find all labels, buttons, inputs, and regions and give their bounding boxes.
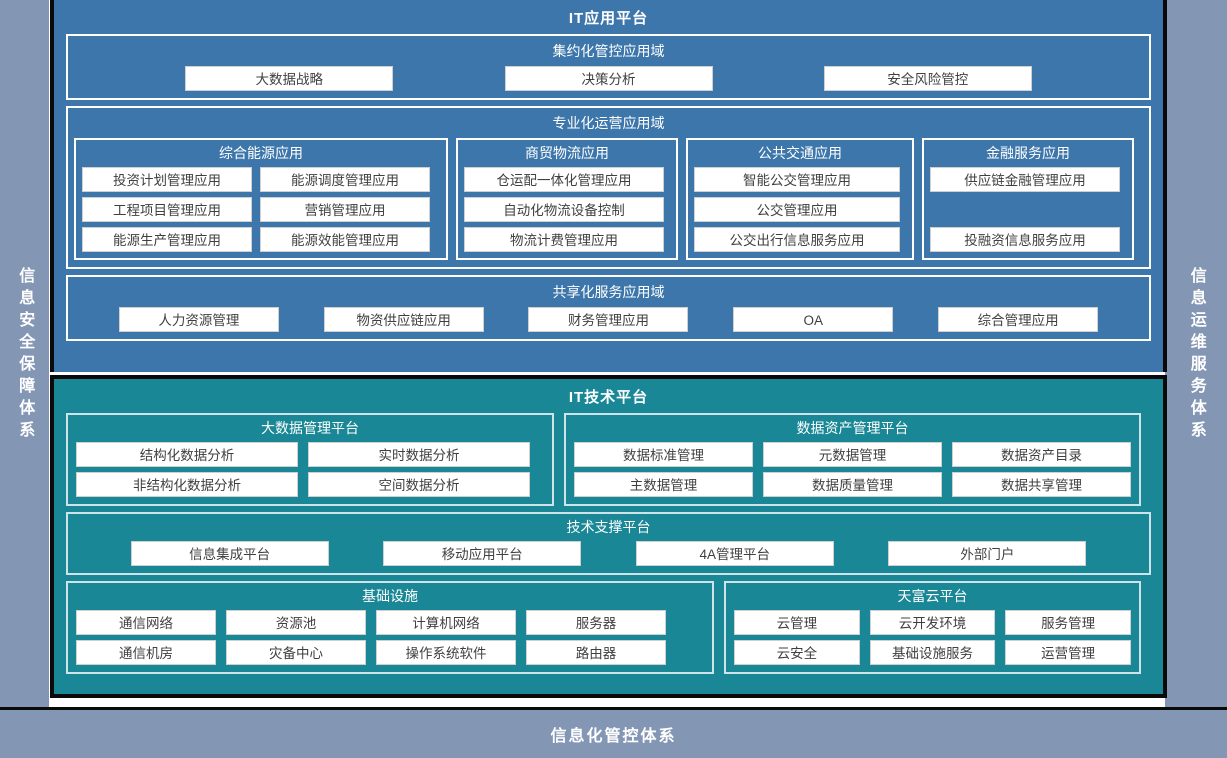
domain-shared-services-title: 共享化服务应用域 xyxy=(552,284,665,300)
app-chip[interactable]: 智能公交管理应用 xyxy=(694,167,900,192)
it-application-platform: IT应用平台 集约化管控应用域 大数据战略 决策分析 安全风险管控 专业化运营应… xyxy=(50,0,1167,372)
group-public-transport: 公共交通应用 智能公交管理应用 公交管理应用 公交出行信息服务应用 xyxy=(686,138,914,260)
group-financial-services-title: 金融服务应用 xyxy=(986,145,1070,161)
app-chip[interactable]: 营销管理应用 xyxy=(260,197,430,222)
panel-data-asset-management: 数据资产管理平台 数据标准管理 元数据管理 数据资产目录 主数据管理 数据质量管… xyxy=(564,413,1141,506)
app-chip[interactable]: OA xyxy=(733,307,894,332)
group-integrated-energy-title: 综合能源应用 xyxy=(219,145,303,161)
group-financial-services: 金融服务应用 供应链金融管理应用 投融资信息服务应用 xyxy=(922,138,1134,260)
tech-chip[interactable]: 路由器 xyxy=(526,640,666,665)
app-chip[interactable]: 物资供应链应用 xyxy=(323,307,484,332)
tech-chip[interactable]: 非结构化数据分析 xyxy=(76,472,298,497)
domain-professional-operations-title: 专业化运营应用域 xyxy=(552,115,665,131)
tech-chip[interactable]: 数据共享管理 xyxy=(952,472,1131,497)
panel-infrastructure-title: 基础设施 xyxy=(362,588,418,604)
tech-chip[interactable]: 云开发环境 xyxy=(869,610,996,635)
tech-row-infrastructure: 基础设施 通信网络 资源池 计算机网络 服务器 通信机房 灾备中心 操作系统软件 xyxy=(66,581,1151,674)
footer-bar: 信息化管控体系 xyxy=(0,707,1227,758)
tech-chip[interactable]: 操作系统软件 xyxy=(376,640,516,665)
tech-chip[interactable]: 4A管理平台 xyxy=(635,541,834,566)
tech-chip[interactable]: 计算机网络 xyxy=(376,610,516,635)
domain-professional-operations: 专业化运营应用域 综合能源应用 投资计划管理应用 能源调度管理应用 工程项目管理… xyxy=(66,106,1151,269)
app-chip[interactable]: 财务管理应用 xyxy=(528,307,689,332)
tech-chip[interactable]: 外部门户 xyxy=(888,541,1087,566)
footer-label: 信息化管控体系 xyxy=(550,728,677,745)
app-chip[interactable]: 安全风险管控 xyxy=(823,66,1032,91)
right-side-label: 信息运维服务体系 xyxy=(1187,267,1205,443)
tech-chip[interactable]: 元数据管理 xyxy=(763,442,942,467)
app-chip[interactable]: 仓运配一体化管理应用 xyxy=(464,167,664,192)
app-chip[interactable]: 大数据战略 xyxy=(185,66,394,91)
app-chip[interactable]: 投融资信息服务应用 xyxy=(930,227,1120,252)
panel-infrastructure: 基础设施 通信网络 资源池 计算机网络 服务器 通信机房 灾备中心 操作系统软件 xyxy=(66,581,714,674)
panel-tianfu-cloud: 天富云平台 云管理 云开发环境 服务管理 云安全 基础设施服务 运营管理 xyxy=(724,581,1141,674)
tech-chip[interactable]: 服务管理 xyxy=(1005,610,1132,635)
tech-chip[interactable]: 主数据管理 xyxy=(574,472,753,497)
panel-technical-support: 技术支撑平台 信息集成平台 移动应用平台 4A管理平台 外部门户 xyxy=(66,512,1151,575)
tech-row-data: 大数据管理平台 结构化数据分析 实时数据分析 非结构化数据分析 空间数据分析 数… xyxy=(66,413,1151,506)
left-side-label: 信息安全保障体系 xyxy=(16,267,34,443)
panel-technical-support-title: 技术支撑平台 xyxy=(566,519,651,535)
left-side-panel: 信息安全保障体系 xyxy=(0,0,49,710)
tech-chip[interactable]: 移动应用平台 xyxy=(383,541,582,566)
tech-chip[interactable]: 运营管理 xyxy=(1005,640,1132,665)
app-chip[interactable]: 自动化物流设备控制 xyxy=(464,197,664,222)
panel-tianfu-cloud-title: 天富云平台 xyxy=(897,588,968,604)
right-side-panel: 信息运维服务体系 xyxy=(1165,0,1227,710)
tech-chip[interactable]: 云安全 xyxy=(734,640,860,665)
domain-intensive-management-items: 大数据战略 决策分析 安全风险管控 xyxy=(74,66,1143,91)
tech-chip[interactable]: 数据标准管理 xyxy=(574,442,753,467)
panel-bigdata-management: 大数据管理平台 结构化数据分析 实时数据分析 非结构化数据分析 空间数据分析 xyxy=(66,413,554,506)
group-public-transport-title: 公共交通应用 xyxy=(758,145,842,161)
it-application-platform-title: IT应用平台 xyxy=(568,10,649,27)
tech-chip[interactable]: 空间数据分析 xyxy=(308,472,530,497)
tech-chip[interactable]: 实时数据分析 xyxy=(308,442,530,467)
app-chip[interactable]: 能源效能管理应用 xyxy=(260,227,430,252)
tech-chip[interactable]: 云管理 xyxy=(734,610,860,635)
app-chip[interactable]: 综合管理应用 xyxy=(938,307,1099,332)
domain-shared-services: 共享化服务应用域 人力资源管理 物资供应链应用 财务管理应用 OA 综合管理应用 xyxy=(66,275,1151,341)
tech-chip[interactable]: 数据资产目录 xyxy=(952,442,1131,467)
app-chip[interactable]: 投资计划管理应用 xyxy=(82,167,252,192)
group-integrated-energy: 综合能源应用 投资计划管理应用 能源调度管理应用 工程项目管理应用 营销管理应用 xyxy=(74,138,448,260)
it-technology-platform: IT技术平台 大数据管理平台 结构化数据分析 实时数据分析 非结构化数据分析 空… xyxy=(50,375,1167,698)
platform-stack: IT应用平台 集约化管控应用域 大数据战略 决策分析 安全风险管控 专业化运营应… xyxy=(50,0,1167,710)
tech-chip[interactable]: 资源池 xyxy=(226,610,366,635)
tech-chip[interactable]: 通信机房 xyxy=(76,640,216,665)
domain-professional-operations-groups: 综合能源应用 投资计划管理应用 能源调度管理应用 工程项目管理应用 营销管理应用 xyxy=(74,138,1143,260)
tech-chip[interactable]: 信息集成平台 xyxy=(130,541,329,566)
app-chip[interactable]: 决策分析 xyxy=(504,66,713,91)
app-chip[interactable]: 能源调度管理应用 xyxy=(260,167,430,192)
tech-chip[interactable]: 基础设施服务 xyxy=(869,640,996,665)
domain-intensive-management: 集约化管控应用域 大数据战略 决策分析 安全风险管控 xyxy=(66,34,1151,100)
app-chip[interactable]: 物流计费管理应用 xyxy=(464,227,664,252)
tech-chip[interactable]: 通信网络 xyxy=(76,610,216,635)
app-chip[interactable]: 供应链金融管理应用 xyxy=(930,167,1120,192)
app-chip[interactable]: 公交出行信息服务应用 xyxy=(694,227,900,252)
tech-chip[interactable]: 服务器 xyxy=(526,610,666,635)
app-chip[interactable]: 工程项目管理应用 xyxy=(82,197,252,222)
tech-chip[interactable]: 灾备中心 xyxy=(226,640,366,665)
panel-data-asset-management-title: 数据资产管理平台 xyxy=(796,420,909,436)
group-trade-logistics-title: 商贸物流应用 xyxy=(525,145,609,161)
panel-bigdata-management-title: 大数据管理平台 xyxy=(261,420,359,436)
tech-chip[interactable]: 数据质量管理 xyxy=(763,472,942,497)
it-technology-platform-title: IT技术平台 xyxy=(568,389,649,406)
group-trade-logistics: 商贸物流应用 仓运配一体化管理应用 自动化物流设备控制 物流计费管理应用 xyxy=(456,138,678,260)
tech-chip[interactable]: 结构化数据分析 xyxy=(76,442,298,467)
panel-technical-support-items: 信息集成平台 移动应用平台 4A管理平台 外部门户 xyxy=(76,541,1141,566)
app-chip[interactable]: 公交管理应用 xyxy=(694,197,900,222)
domain-intensive-management-title: 集约化管控应用域 xyxy=(552,43,665,59)
domain-shared-services-items: 人力资源管理 物资供应链应用 财务管理应用 OA 综合管理应用 xyxy=(74,307,1143,332)
app-chip[interactable]: 能源生产管理应用 xyxy=(82,227,252,252)
app-chip[interactable]: 人力资源管理 xyxy=(118,307,279,332)
